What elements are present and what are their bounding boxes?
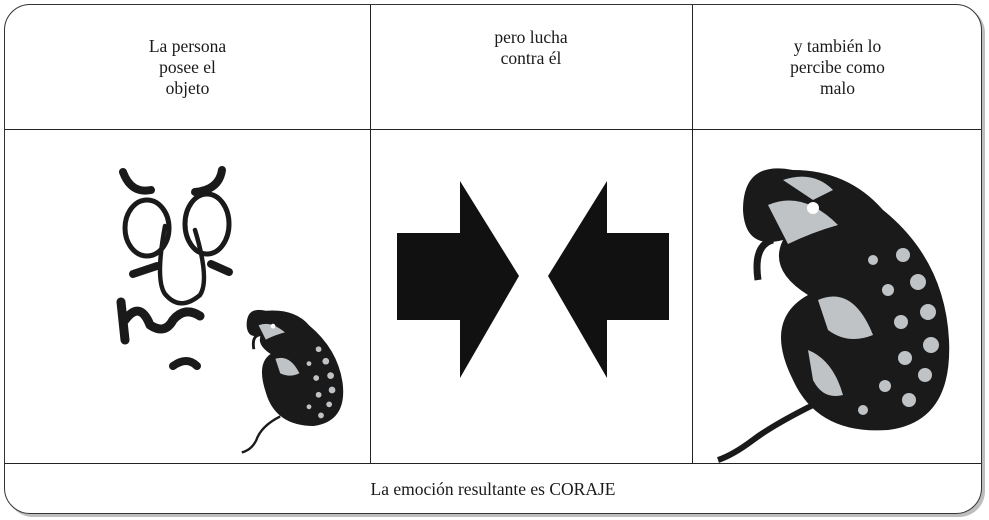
face-with-snake-icon	[5, 130, 370, 463]
column-header-struggle: pero lucha contra él	[494, 27, 568, 68]
column-divider-2	[692, 5, 693, 463]
result-caption: La emoción resultante es CORAJE	[370, 478, 616, 499]
column-header-perceived-bad: y también lo percibe como malo	[790, 35, 885, 98]
opposing-arrows-icon	[371, 130, 692, 463]
column-divider-1	[370, 5, 371, 463]
diagram-frame: La persona posee el objeto pero lucha co…	[4, 4, 982, 514]
column-header-possession: La persona posee el objeto	[148, 35, 227, 98]
left-arrow-icon	[548, 181, 669, 378]
footer-divider	[5, 463, 981, 464]
header-divider	[5, 129, 981, 130]
snake-icon	[693, 130, 981, 463]
right-arrow-icon	[397, 181, 519, 378]
